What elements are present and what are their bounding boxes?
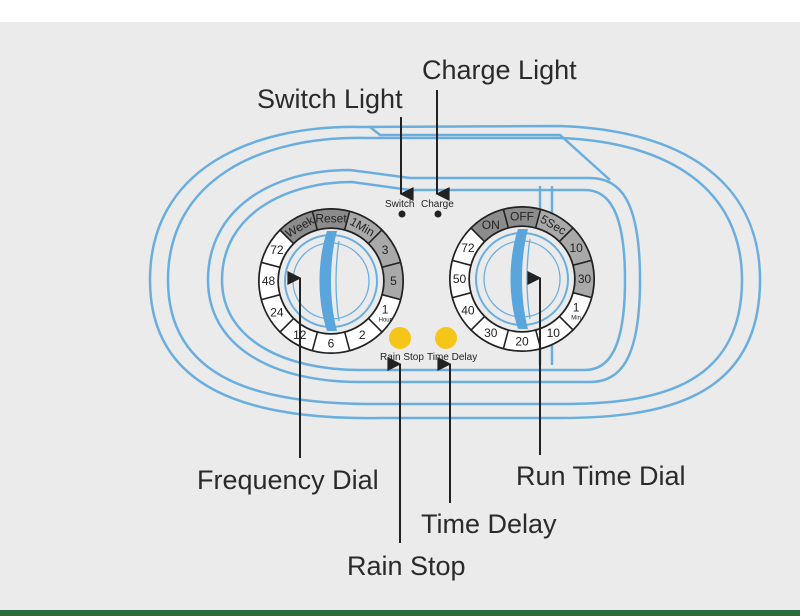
dial-segment-label: 20: [515, 335, 529, 349]
dial-segment-label: 30: [484, 326, 498, 340]
housing-outline: [148, 124, 762, 420]
time-delay-label: Time Delay: [427, 352, 477, 363]
dial-segment-label: ON: [482, 218, 500, 232]
bottom-rule: [0, 610, 800, 616]
frequency-dial[interactable]: Reset1Min351Hour2612244872Week: [258, 208, 404, 354]
dial-segment-label: 10: [547, 326, 561, 340]
run-time-dial-callout: Run Time Dial: [516, 461, 686, 491]
dial-segment-label: 72: [461, 241, 475, 255]
dial-segment-label: 10: [569, 241, 583, 255]
switch-light: [398, 210, 406, 218]
callout-arrows: [287, 90, 542, 543]
dial-segment-label: 1: [573, 300, 580, 314]
dial-knob-grip[interactable]: [319, 231, 338, 331]
charge-light: [434, 210, 442, 218]
switch-label: Switch: [385, 199, 414, 210]
dial-segment[interactable]: [279, 210, 319, 245]
charge-label: Charge: [421, 199, 454, 210]
rain-stop-label: Rain Stop: [380, 352, 424, 363]
dial-segment-label: 48: [262, 274, 276, 288]
dial-segment-label: 3: [382, 243, 389, 257]
rain-stop-button[interactable]: [389, 327, 411, 349]
switch-light-callout: Switch Light: [257, 84, 403, 114]
rain-stop-callout: Rain Stop: [347, 551, 466, 581]
time-delay-callout: Time Delay: [421, 509, 557, 539]
dial-segment-label: Reset: [315, 212, 347, 226]
frequency-dial-callout: Frequency Dial: [197, 465, 379, 495]
dial-segment-label: 50: [453, 272, 467, 286]
dial-segment-sublabel: Min: [571, 315, 581, 321]
top-band: [0, 0, 800, 22]
charge-light-callout: Charge Light: [422, 55, 577, 85]
dial-segment-label: 24: [270, 305, 284, 319]
dial-segment-label: 5: [390, 274, 397, 288]
dial-segment-label: 40: [461, 303, 475, 317]
dial-segment[interactable]: [470, 208, 510, 243]
dial-segment-sublabel: Hour: [379, 317, 392, 323]
time-delay-button[interactable]: [435, 327, 457, 349]
dial-segment-label: OFF: [510, 210, 534, 224]
dial-segment-label: 6: [328, 337, 335, 351]
dial-segment-label: 72: [270, 243, 284, 257]
dial-segment-label: 2: [359, 328, 366, 342]
dial-segment-label: 1: [382, 302, 389, 316]
dial-knob-grip[interactable]: [510, 229, 529, 329]
dial-segment-label: 30: [578, 272, 592, 286]
